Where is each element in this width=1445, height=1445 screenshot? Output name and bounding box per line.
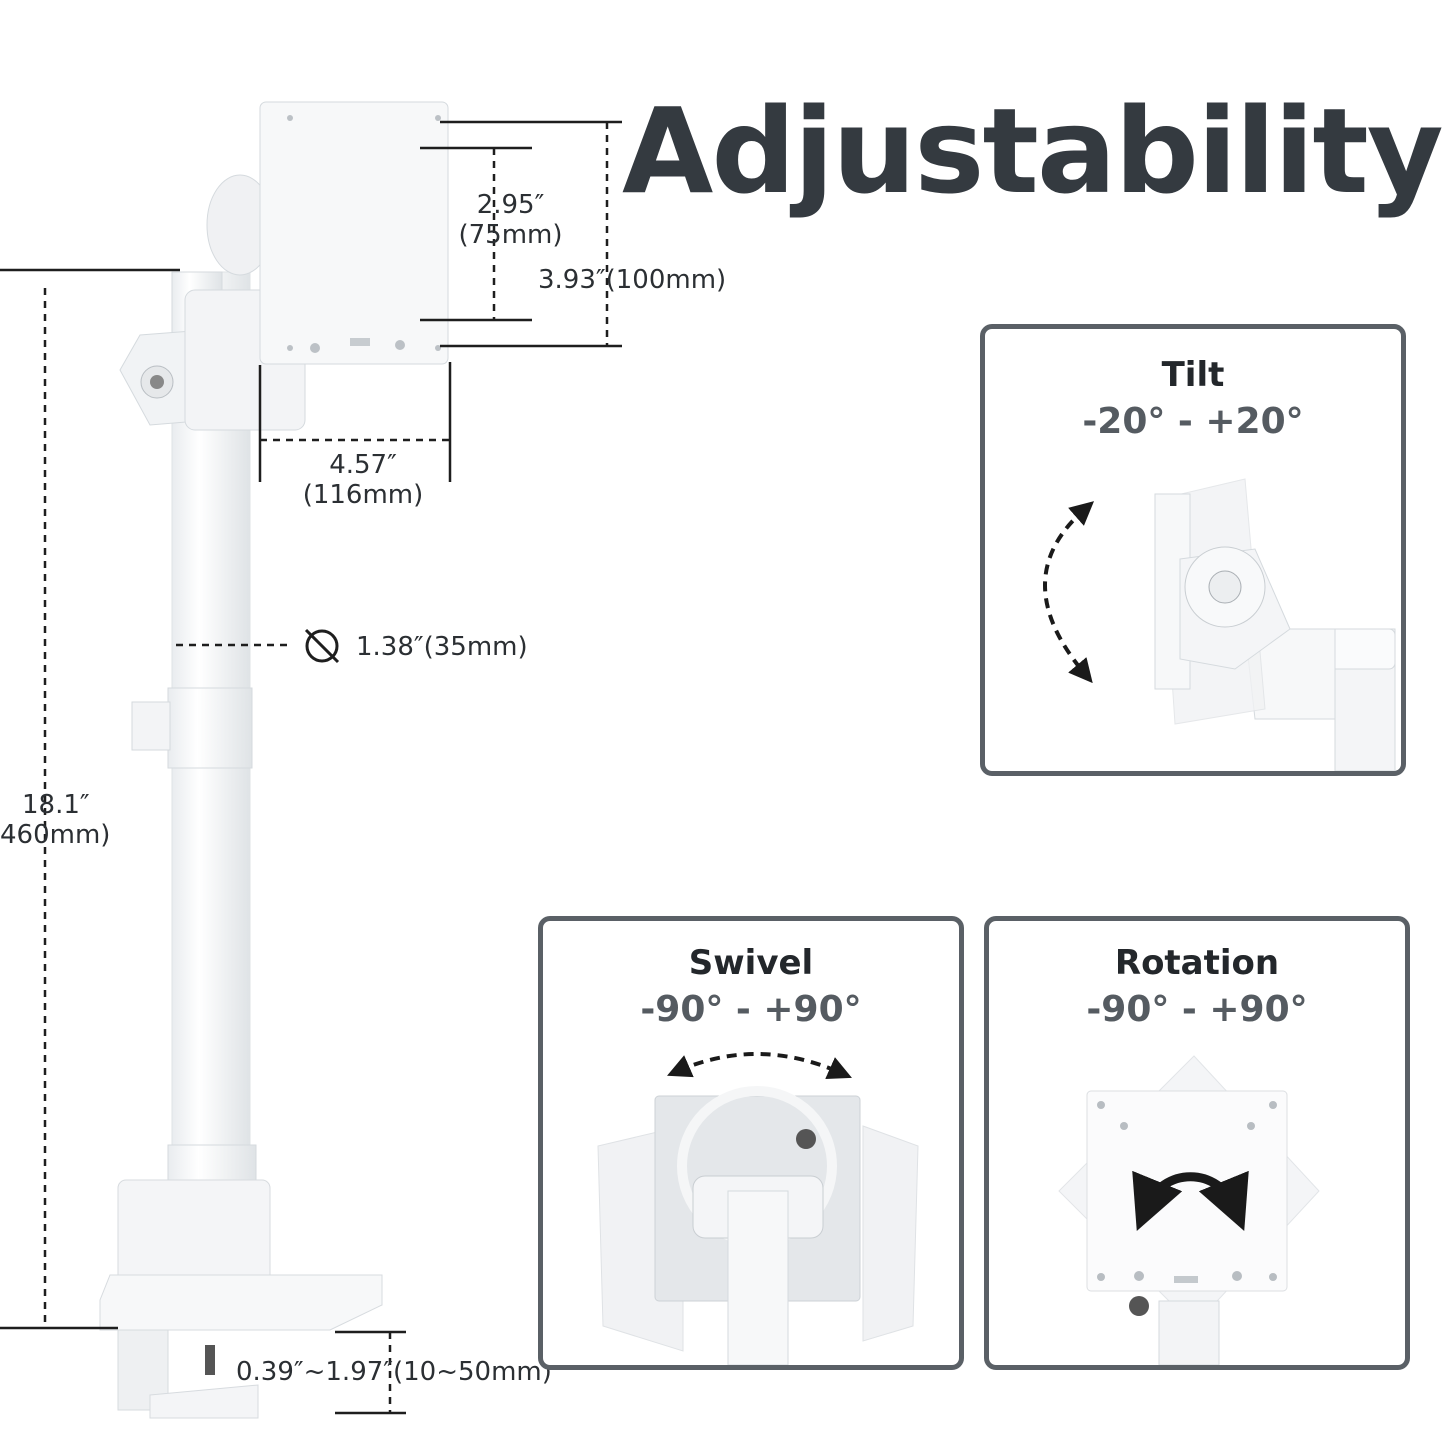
tilt-illustration [1043, 478, 1396, 771]
desk-clamp [117, 1179, 271, 1291]
vesa-large-dimension: 3.93″(100mm) [538, 265, 727, 295]
rotation-illustration [1058, 1055, 1320, 1365]
swivel-illustration [597, 1052, 919, 1365]
swivel-title: Swivel [688, 943, 814, 983]
page-title: Adjustability [622, 82, 1444, 220]
tilt-title: Tilt [1161, 355, 1225, 395]
tilt-arrow-icon [1043, 501, 1095, 684]
vesa-plate [259, 101, 449, 365]
pole-diameter-dimension: 1.38″(35mm) [356, 632, 528, 662]
rotation-title: Rotation [1114, 943, 1280, 983]
rotation-panel: Rotation -90° - +90° [984, 916, 1410, 1370]
swivel-range: -90° - +90° [640, 989, 862, 1030]
swivel-panel: Swivel -90° - +90° [538, 916, 964, 1370]
rotation-range: -90° - +90° [1086, 989, 1308, 1030]
swivel-arrow-icon [667, 1052, 852, 1080]
rotation-arrow-icon [1132, 1170, 1249, 1231]
tilt-panel: Tilt -20° - +20° [980, 324, 1406, 776]
pole-height-dimension: 18.1″ 460mm) [0, 790, 111, 850]
arm-offset-dimension: 4.57″ (116mm) [302, 450, 424, 510]
vesa-small-dimension: 2.95″ (75mm) [458, 190, 563, 250]
tilt-range: -20° - +20° [1082, 401, 1304, 442]
diameter-icon [304, 628, 340, 664]
clamp-range-dimension: 0.39″~1.97″(10~50mm) [236, 1357, 552, 1387]
